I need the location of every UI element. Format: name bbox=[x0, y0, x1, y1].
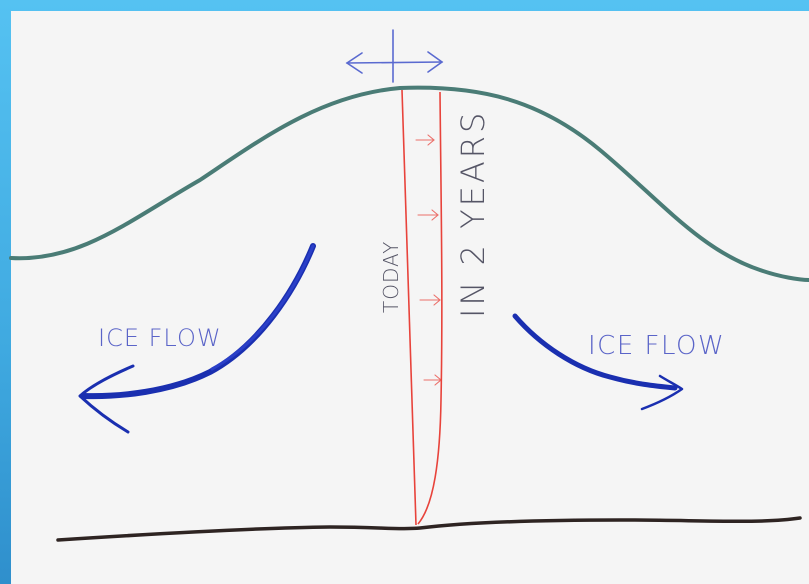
displacement-arrow bbox=[419, 294, 441, 306]
displacement-arrow bbox=[415, 134, 435, 146]
today-label: TODAY bbox=[379, 241, 403, 313]
ice-flow-arrow-right bbox=[512, 313, 684, 411]
bedrock-line bbox=[56, 516, 802, 542]
ice-surface-curve bbox=[9, 85, 809, 282]
ice-divide-arrow bbox=[345, 29, 444, 83]
stake-today-line bbox=[401, 89, 417, 526]
displacement-arrow bbox=[417, 209, 439, 221]
stake-in-2-years-line bbox=[417, 91, 443, 525]
ice-flow-arrow-left bbox=[78, 243, 316, 434]
whiteboard-canvas bbox=[11, 11, 809, 584]
displacement-arrows bbox=[415, 134, 442, 386]
displacement-arrow bbox=[423, 374, 442, 386]
in-2-years-label: IN 2 YEARS bbox=[454, 110, 492, 318]
ice-flow-label-right: ICE FLOW bbox=[588, 331, 725, 361]
ice-flow-label-left: ICE FLOW bbox=[98, 324, 222, 352]
